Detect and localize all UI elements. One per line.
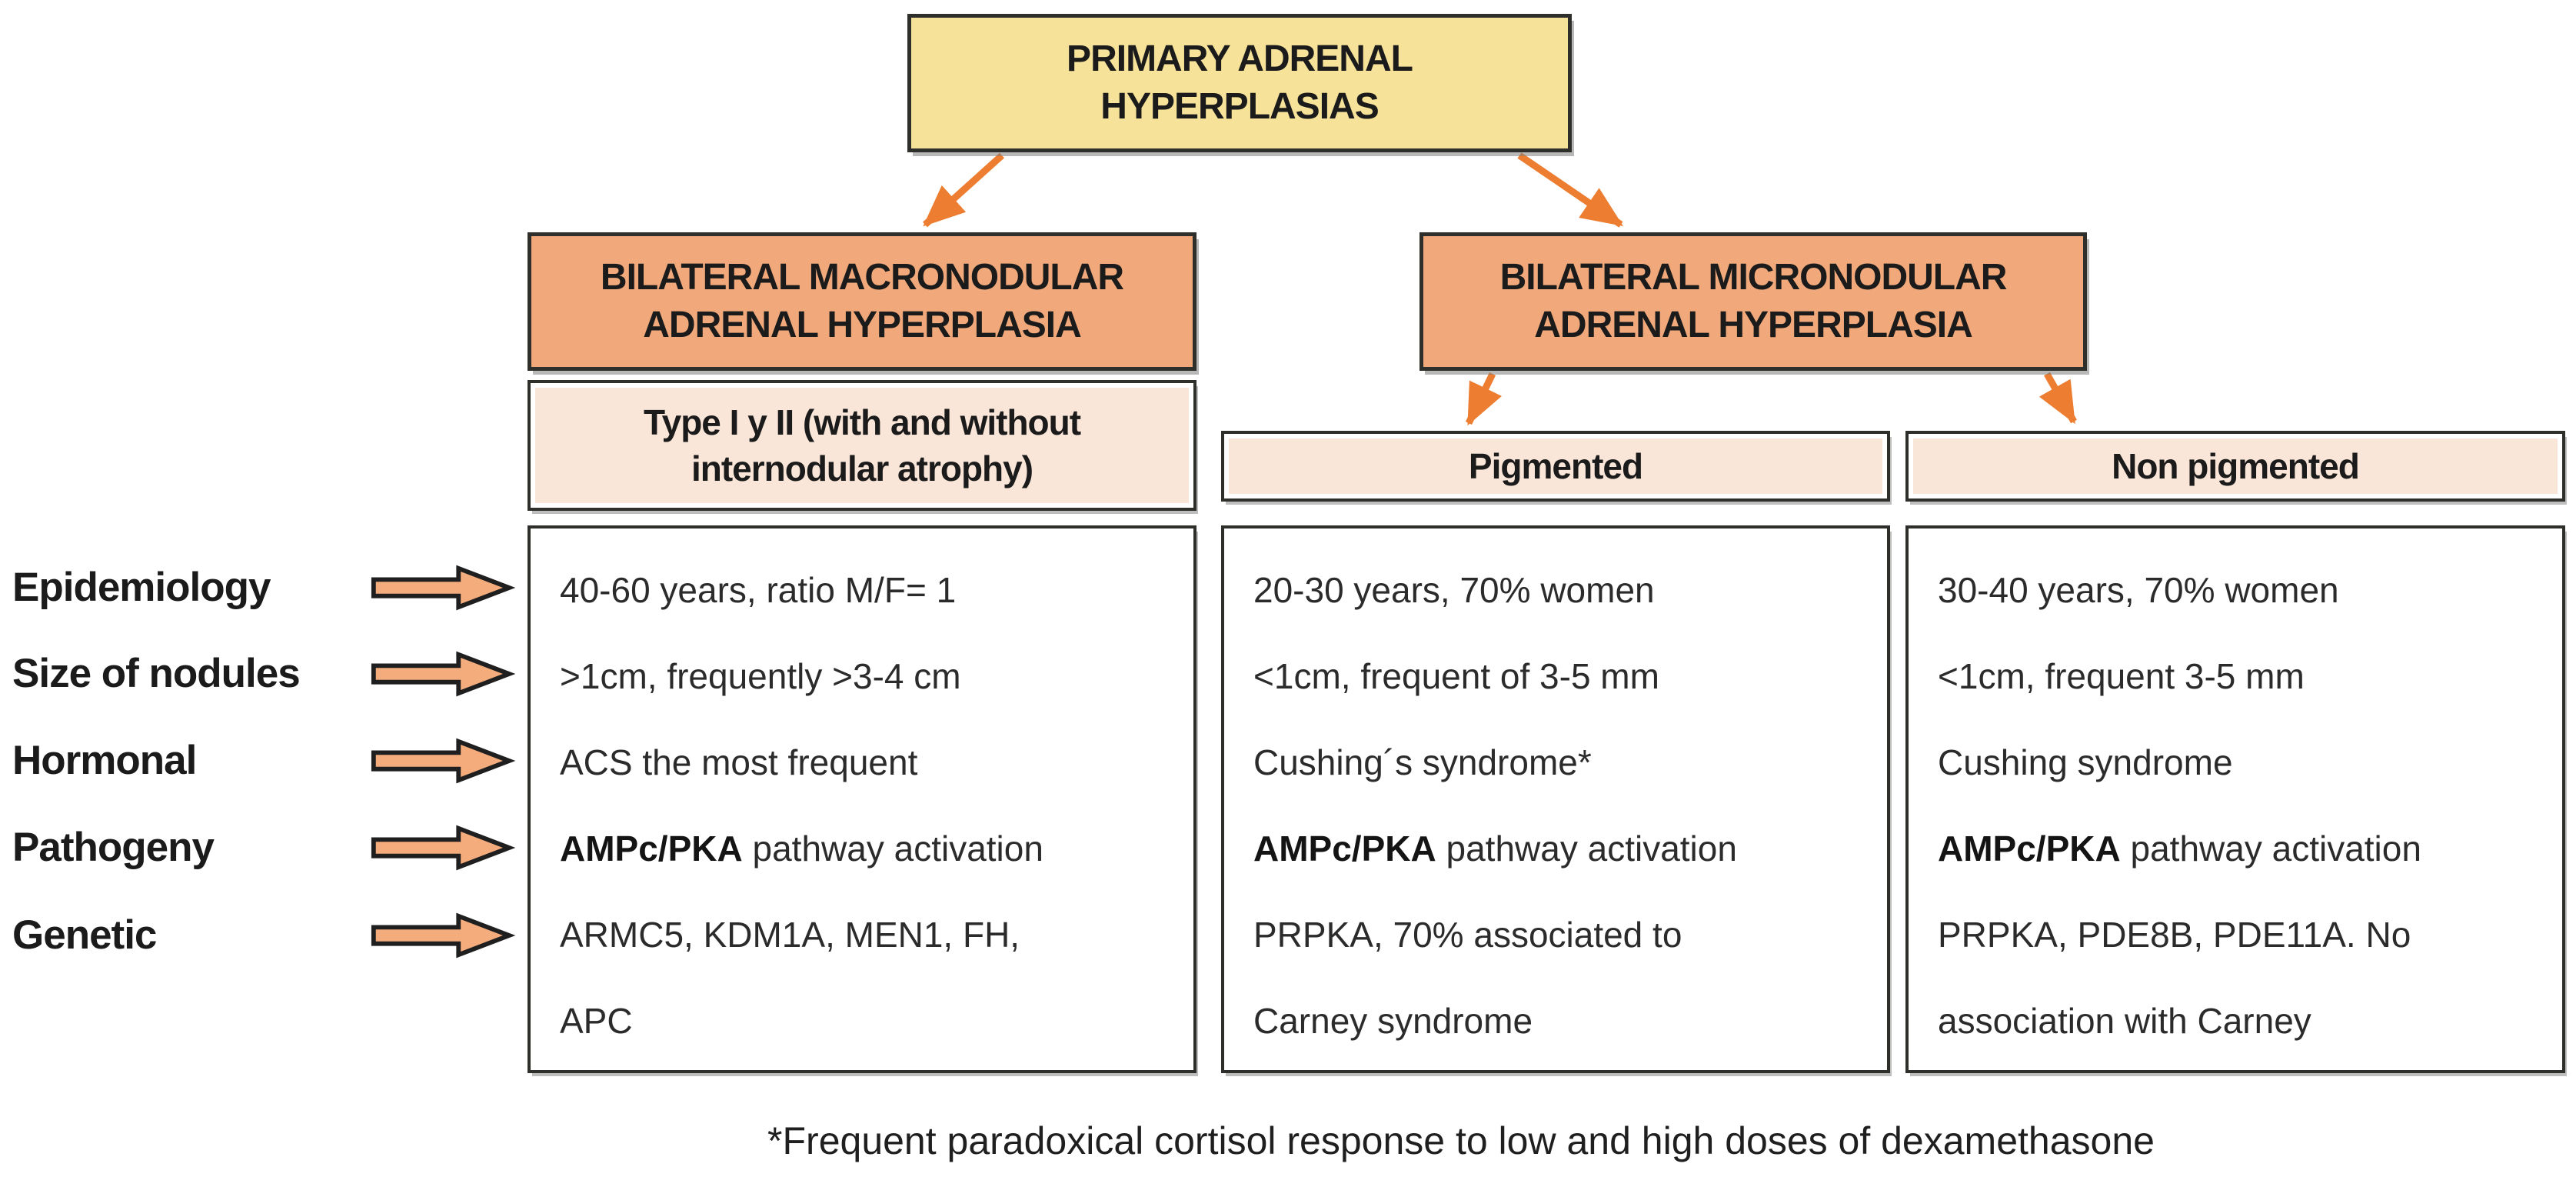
subheader-box-type-i-ii: Type I y II (with and without internodul… <box>528 380 1196 511</box>
non-pigmented-header: Non pigmented <box>2112 446 2360 486</box>
genetic-value-line1: ARMC5, KDM1A, MEN1, FH, <box>560 915 1020 955</box>
right-arrow-icon <box>371 912 515 959</box>
detail-box-non-pigmented: 30-40 years, 70% women <1cm, frequent 3-… <box>1905 525 2565 1073</box>
row-label-pathogeny: Pathogeny <box>12 825 215 870</box>
type-header-line1: Type I y II (with and without <box>643 402 1081 442</box>
root-title-line1: PRIMARY ADRENAL <box>1067 38 1413 79</box>
epidemiology-value: 40-60 years, ratio M/F= 1 <box>560 570 957 610</box>
size-of-nodules-value: <1cm, frequent 3-5 mm <box>1938 656 2305 696</box>
subheader-box-non-pigmented: Non pigmented <box>1905 431 2565 502</box>
pathogeny-value: AMPc/PKA pathway activation <box>560 805 1193 892</box>
type-header-line2: internodular atrophy) <box>691 448 1033 488</box>
right-arrow-icon <box>371 565 515 611</box>
genetic-value-line2: Carney syndrome <box>1253 1001 1533 1041</box>
epidemiology-value: 30-40 years, 70% women <box>1938 570 2339 610</box>
pigmented-header: Pigmented <box>1468 446 1643 486</box>
genetic-value-line1: PRPKA, PDE8B, PDE11A. No <box>1938 915 2411 955</box>
hormonal-value: Cushing´s syndrome* <box>1253 742 1592 782</box>
pathogeny-value: AMPc/PKA pathway activation <box>1253 805 1887 892</box>
pathogeny-gene-bold: AMPc/PKA <box>1938 829 2121 869</box>
pathogeny-rest: pathway activation <box>2120 829 2421 869</box>
row-label-hormonal: Hormonal <box>12 738 197 783</box>
pathogeny-rest: pathway activation <box>742 829 1043 869</box>
right-arrow-icon <box>371 651 515 697</box>
connector-root-to-macro <box>922 152 1005 228</box>
pathogeny-rest: pathway activation <box>1436 829 1737 869</box>
connector-micro-to-pigmented <box>1465 372 1503 426</box>
right-arrow-icon <box>371 825 515 871</box>
detail-box-macronodular: 40-60 years, ratio M/F= 1 >1cm, frequent… <box>528 525 1196 1073</box>
size-of-nodules-value: <1cm, frequent of 3-5 mm <box>1253 656 1659 696</box>
connector-root-to-micro <box>1517 152 1623 228</box>
row-label-size-of-nodules: Size of nodules <box>12 651 301 696</box>
footnote-dexamethasone: *Frequent paradoxical cortisol response … <box>767 1119 2155 1162</box>
hormonal-value: Cushing syndrome <box>1938 742 2233 782</box>
connector-micro-to-nonpigmented <box>2039 372 2077 425</box>
macro-title-line2: ADRENAL HYPERPLASIA <box>643 305 1082 345</box>
macro-title-line1: BILATERAL MACRONODULAR <box>600 257 1124 298</box>
row-label-genetic: Genetic <box>12 912 157 958</box>
root-title-line2: HYPERPLASIAS <box>1100 86 1379 127</box>
size-of-nodules-value: >1cm, frequently >3-4 cm <box>560 656 961 696</box>
root-box-primary-adrenal-hyperplasias: PRIMARY ADRENAL HYPERPLASIAS <box>907 14 1572 152</box>
pathogeny-gene-bold: AMPc/PKA <box>560 829 743 869</box>
pathogeny-value: AMPc/PKA pathway activation <box>1938 805 2562 892</box>
pathogeny-gene-bold: AMPc/PKA <box>1253 829 1436 869</box>
branch-box-micronodular: BILATERAL MICRONODULAR ADRENAL HYPERPLAS… <box>1419 232 2087 371</box>
branch-box-macronodular: BILATERAL MACRONODULAR ADRENAL HYPERPLAS… <box>528 232 1196 371</box>
subheader-box-pigmented: Pigmented <box>1221 431 1890 502</box>
micro-title-line2: ADRENAL HYPERPLASIA <box>1534 305 1973 345</box>
hormonal-value: ACS the most frequent <box>560 742 918 782</box>
genetic-value-line1: PRPKA, 70% associated to <box>1253 915 1682 955</box>
detail-box-pigmented: 20-30 years, 70% women <1cm, frequent of… <box>1221 525 1890 1073</box>
epidemiology-value: 20-30 years, 70% women <box>1253 570 1655 610</box>
right-arrow-icon <box>371 738 515 784</box>
micro-title-line1: BILATERAL MICRONODULAR <box>1499 257 2008 298</box>
row-label-epidemiology: Epidemiology <box>12 565 271 610</box>
genetic-value-line2: association with Carney <box>1938 1001 2311 1041</box>
genetic-value-line2: APC <box>560 1001 633 1041</box>
